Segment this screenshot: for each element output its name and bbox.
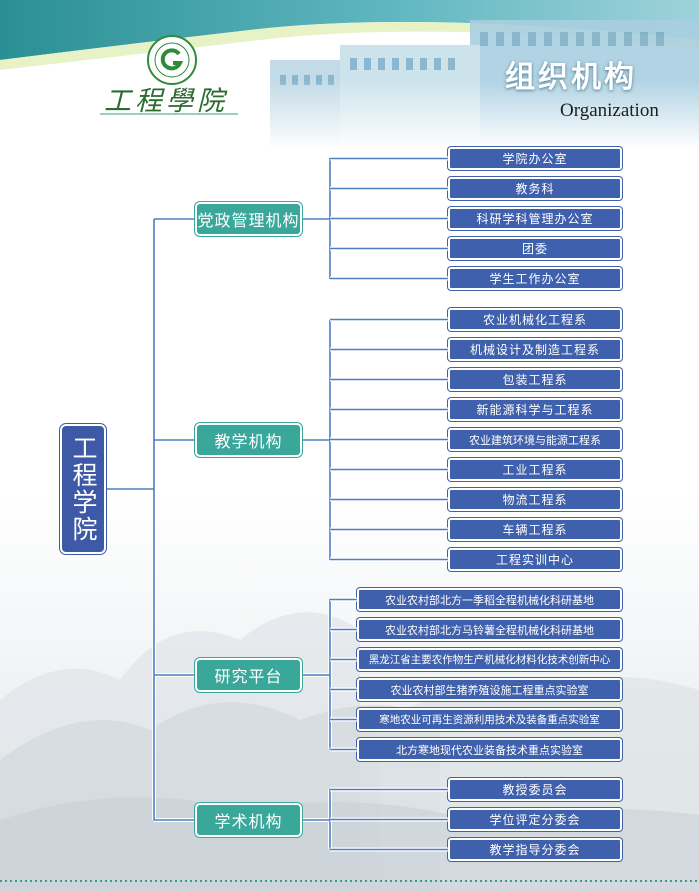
unit-node: 机械设计及制造工程系 [448, 338, 622, 361]
category-teaching: 教学机构 [195, 423, 302, 457]
unit-node: 新能源科学与工程系 [448, 398, 622, 421]
unit-node: 寒地农业可再生资源利用技术及装备重点实验室 [357, 708, 622, 731]
unit-node: 黑龙江省主要农作物生产机械化材料化技术创新中心 [357, 648, 622, 671]
unit-node: 教务科 [448, 177, 622, 200]
unit-node: 农业建筑环境与能源工程系 [448, 428, 622, 451]
page-subtitle: Organization [560, 100, 659, 121]
unit-node: 工程实训中心 [448, 548, 622, 571]
unit-node: 团委 [448, 237, 622, 260]
footer-divider [0, 880, 699, 882]
unit-node: 教学指导分委会 [448, 838, 622, 861]
unit-node: 科研学科管理办公室 [448, 207, 622, 230]
unit-node: 物流工程系 [448, 488, 622, 511]
college-seal-logo [147, 35, 197, 85]
college-logo-calligraphy: 工程學院 [104, 84, 238, 117]
unit-node: 车辆工程系 [448, 518, 622, 541]
category-academic: 学术机构 [195, 803, 302, 837]
header-banner [0, 0, 699, 150]
unit-node: 农业机械化工程系 [448, 308, 622, 331]
unit-node: 学生工作办公室 [448, 267, 622, 290]
unit-node: 北方寒地现代农业装备技术重点实验室 [357, 738, 622, 761]
unit-node: 包装工程系 [448, 368, 622, 391]
svg-text:工程學院: 工程學院 [104, 86, 228, 116]
unit-node: 农业农村部北方马铃薯全程机械化科研基地 [357, 618, 622, 641]
category-research-platform: 研究平台 [195, 658, 302, 692]
unit-node: 农业农村部北方一季稻全程机械化科研基地 [357, 588, 622, 611]
unit-node: 教授委员会 [448, 778, 622, 801]
unit-node: 农业农村部生猪养殖设施工程重点实验室 [357, 678, 622, 701]
page-title: 组织机构 [505, 60, 637, 95]
unit-node: 学院办公室 [448, 147, 622, 170]
category-party-admin: 党政管理机构 [195, 202, 302, 236]
unit-node: 学位评定分委会 [448, 808, 622, 831]
unit-node: 工业工程系 [448, 458, 622, 481]
root-node-college: 工程学院 [59, 423, 107, 555]
